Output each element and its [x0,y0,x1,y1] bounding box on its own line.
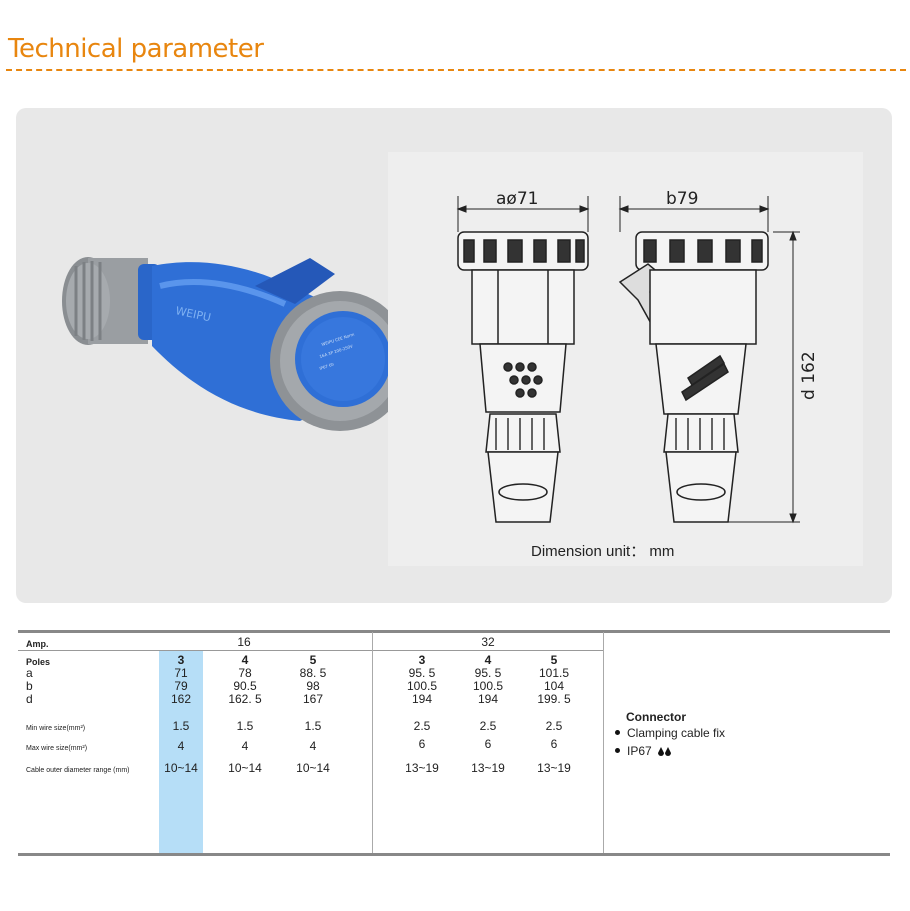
bullet-icon [615,730,620,736]
b-value: 90.5 [233,679,257,693]
feature-text: IP67 [627,744,652,758]
title-divider [6,69,906,71]
d-value: 199. 5 [537,692,571,706]
connector-title: Connector [626,710,686,724]
table-bottom-rule [18,853,890,856]
drawing-svg: aø71 b79 d 162 [456,189,819,524]
group-divider [372,632,373,853]
row-d-label: d [26,692,33,706]
svg-text:IP67 6h: IP67 6h [319,361,335,371]
d-value: 162 [170,692,192,706]
a-value: 88. 5 [299,666,327,680]
a-value: 95. 5 [408,666,436,680]
product-photo: WEIPU WEIPU CEE Norm 16A 3P 200-250V IP6… [62,257,410,431]
dimension-unit: Dimension unit： mm [531,543,675,560]
min-value: 1.5 [172,719,190,733]
a-value: 71 [174,666,188,680]
d-value: 194 [477,692,499,706]
max-value: 4 [177,739,185,753]
water-drop-icon [658,747,672,757]
poles-label: Poles [26,657,51,667]
max-value: 6 [484,737,492,751]
a-value: 101.5 [538,666,570,680]
b-value: 79 [174,679,188,693]
poles-value: 4 [241,653,249,667]
a-value: 95. 5 [474,666,502,680]
d-value: 167 [302,692,324,706]
row-a-label: a [26,666,33,680]
label-d: d 162 [799,351,819,400]
amp-row-rule [18,650,603,651]
cable-value: 10~14 [296,761,330,775]
max-wire-label: Max wire size(mm²) [26,745,88,752]
poles-value: 5 [309,653,317,667]
poles-value: 4 [484,653,492,667]
min-value: 2.5 [413,719,431,733]
poles-value: 3 [418,653,426,667]
amp-value: 16 [237,635,251,649]
label-a: aø71 [496,189,538,209]
d-value: 194 [411,692,433,706]
max-value: 4 [241,739,249,753]
b-value: 104 [543,679,565,693]
d-value: 162. 5 [228,692,262,706]
label-b: b79 [666,189,698,209]
dimension-drawing: aø71 b79 d 162 [388,152,863,566]
lid-hinge [255,258,335,304]
table-top-rule [18,630,890,633]
connector-divider [603,632,604,853]
highlight-column [159,651,203,853]
cable-value: 10~14 [164,761,198,775]
min-value: 2.5 [545,719,563,733]
poles-value: 3 [177,653,185,667]
cable-label: Cable outer diameter range (mm) [26,767,130,774]
page-title: Technical parameter [8,34,264,64]
cable-value: 10~14 [228,761,262,775]
product-panel: WEIPU WEIPU CEE Norm 16A 3P 200-250V IP6… [16,108,892,603]
feature-item: Clamping cable fix [615,726,725,740]
amp-value: 32 [481,635,495,649]
bullet-icon [615,748,620,754]
side-view [618,231,769,523]
min-value: 1.5 [236,719,254,733]
cable-value: 13~19 [405,761,439,775]
row-b-label: b [26,679,33,693]
max-value: 4 [309,739,317,753]
b-value: 98 [306,679,320,693]
amp-label: Amp. [26,639,49,649]
min-value: 1.5 [304,719,322,733]
poles-value: 5 [550,653,558,667]
b-value: 100.5 [472,679,504,693]
min-wire-label: Min wire size(mm²) [26,725,86,732]
min-value: 2.5 [479,719,497,733]
cable-value: 13~19 [471,761,505,775]
feature-text: Clamping cable fix [627,726,726,740]
front-view [457,231,589,523]
feature-item: IP67 [615,744,672,758]
max-value: 6 [418,737,426,751]
spec-table: Amp. 16 32 Poles a b d Min wire size(mm²… [18,630,890,856]
cable-value: 13~19 [537,761,571,775]
a-value: 78 [238,666,252,680]
cable-gland [62,257,160,345]
max-value: 6 [550,737,558,751]
b-value: 100.5 [406,679,438,693]
